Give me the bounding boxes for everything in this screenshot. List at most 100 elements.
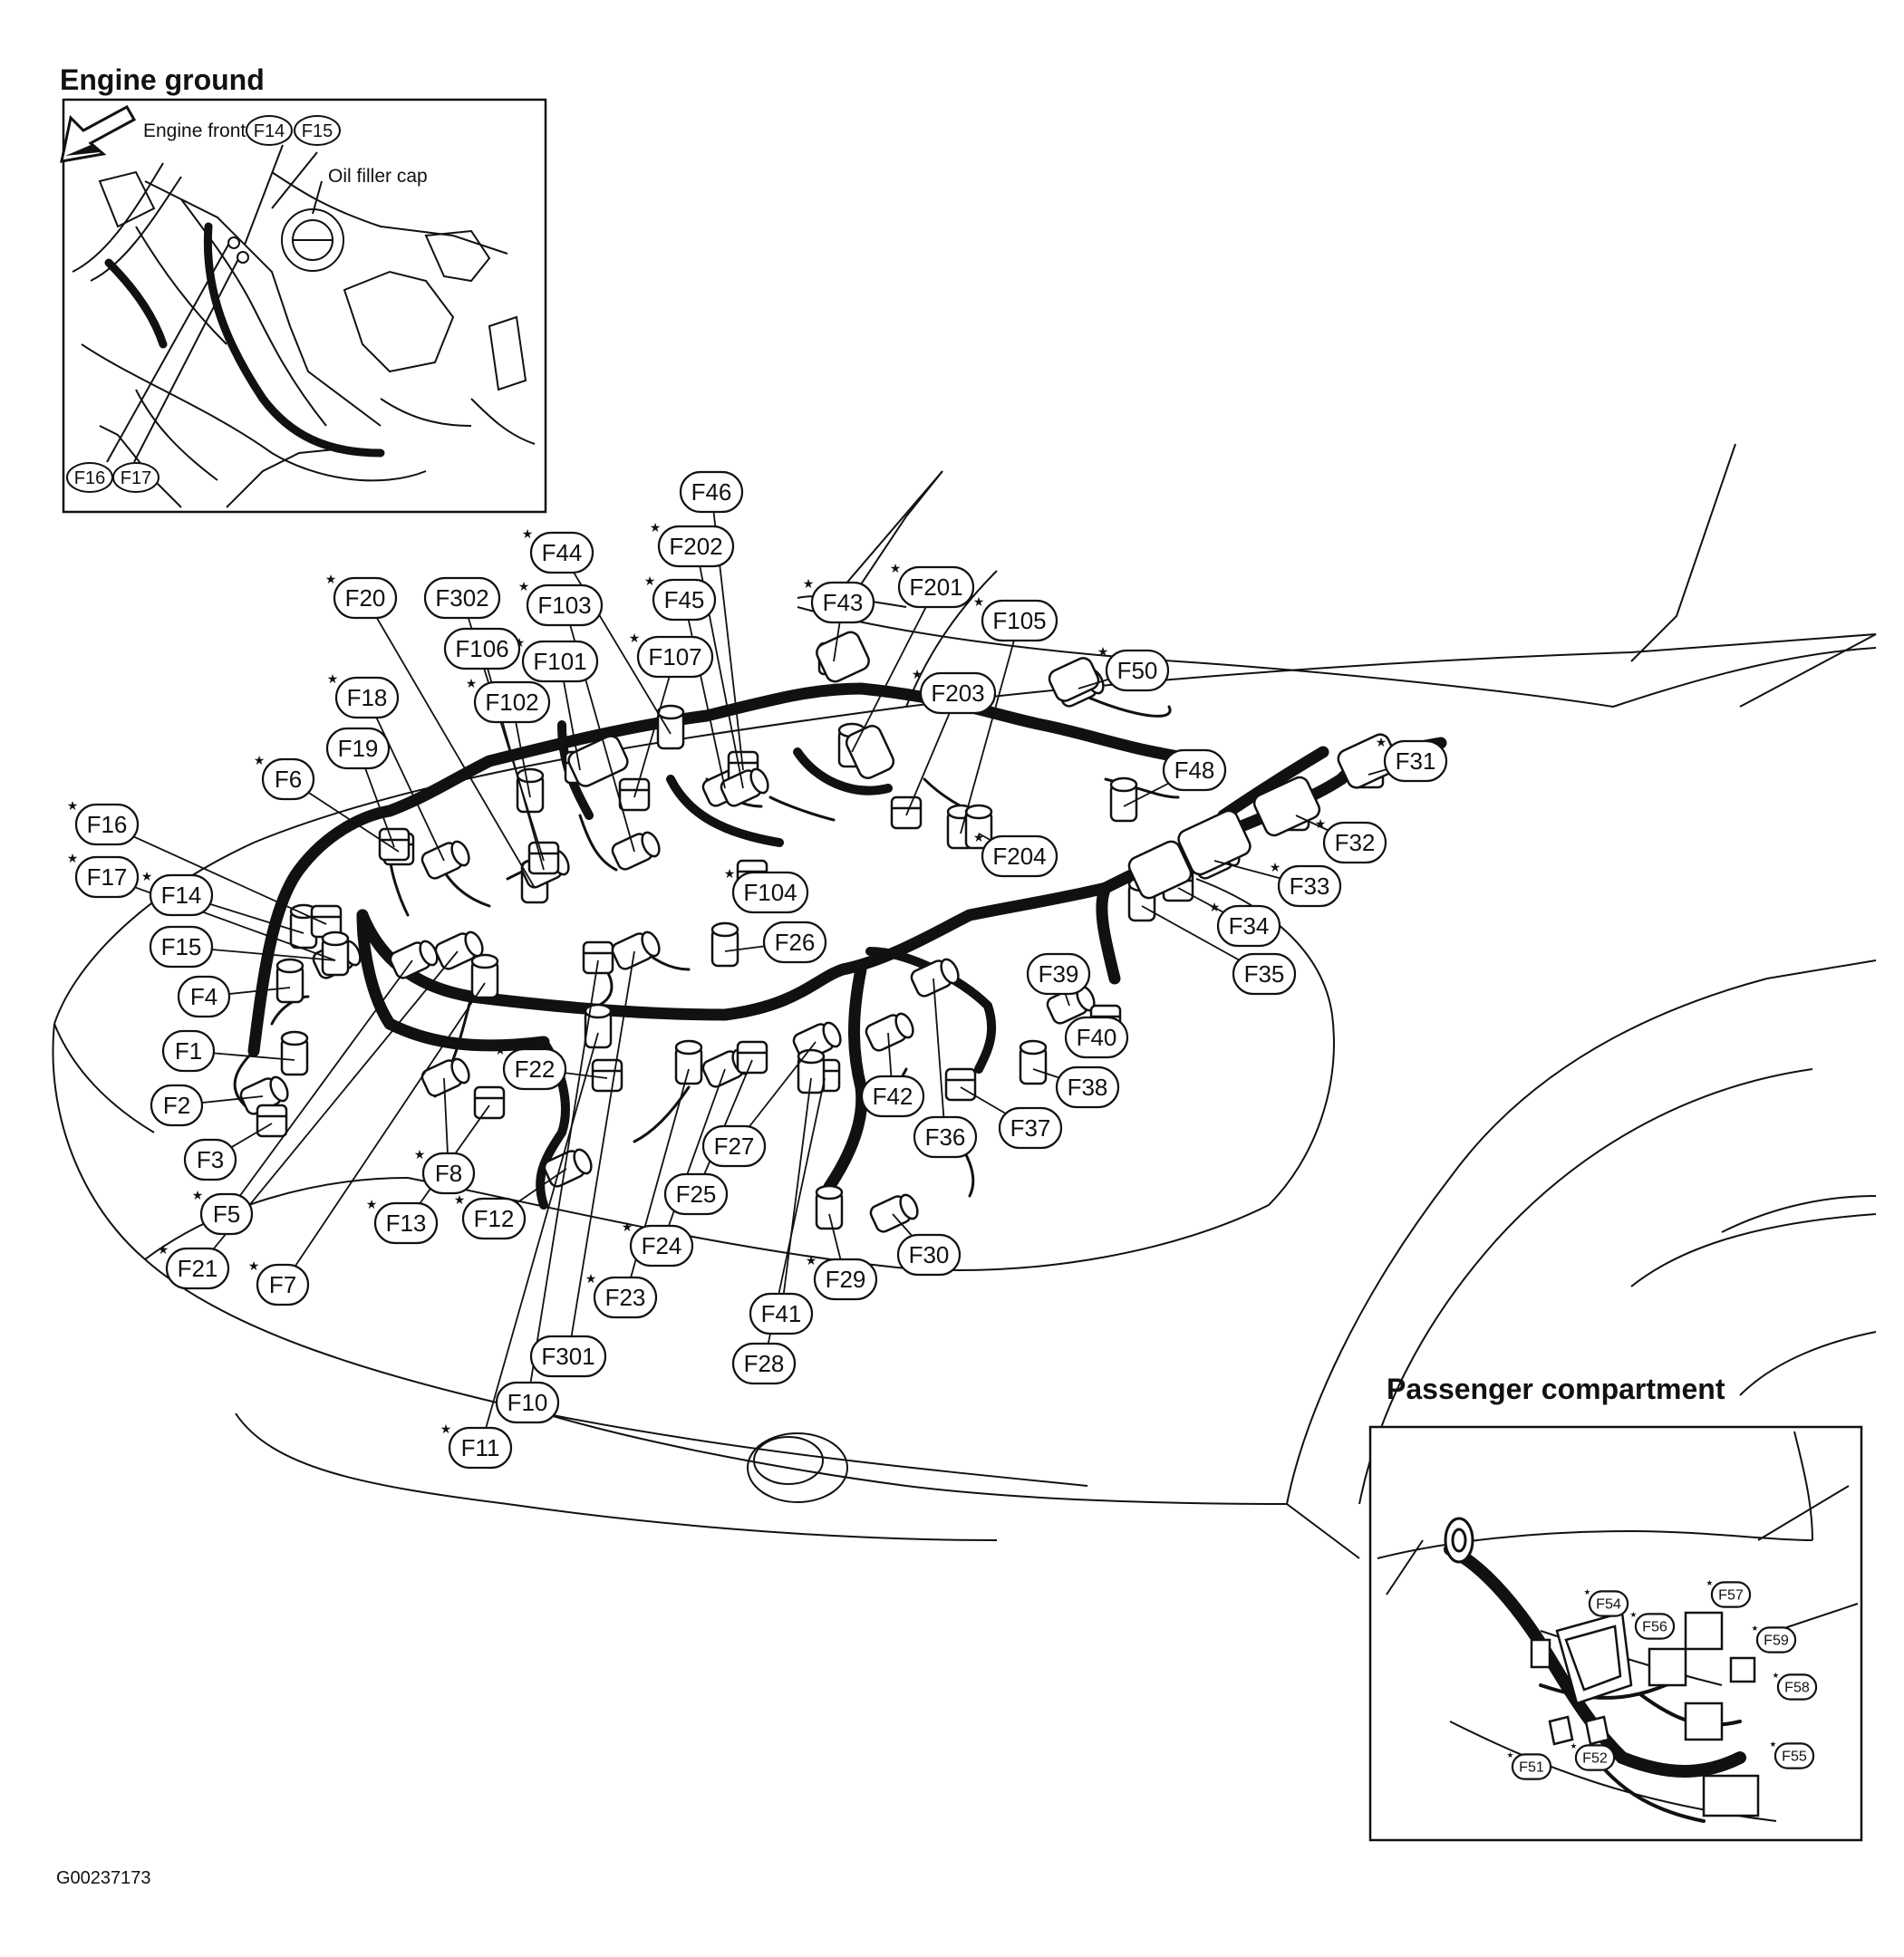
plug-face xyxy=(815,1184,844,1200)
connector-body-f41 xyxy=(797,1048,826,1094)
plug-face xyxy=(464,930,484,958)
star-marker: ★ xyxy=(973,595,985,610)
connector-id-text: F58 xyxy=(1784,1680,1810,1696)
connector-id-text: F48 xyxy=(1174,757,1215,784)
leader-f45 xyxy=(683,599,726,789)
label-bubble xyxy=(1574,1744,1616,1771)
label-bubble xyxy=(246,115,293,146)
connector-id-text: F34 xyxy=(1229,912,1270,940)
leader-f201 xyxy=(851,586,937,753)
star-marker: ★ xyxy=(1270,861,1281,875)
label-bubble xyxy=(663,1172,729,1216)
plug-face xyxy=(450,840,470,867)
star-marker: ★ xyxy=(414,1148,426,1162)
connector-label-f104: F104★ xyxy=(724,867,809,914)
label-bubble xyxy=(150,1084,204,1127)
connector-body-f3 xyxy=(256,1104,288,1138)
connector-label-f10: F10 xyxy=(495,1381,560,1424)
connector-id-text: F15 xyxy=(302,121,333,141)
connector-label-f52: F52★ xyxy=(1571,1742,1616,1771)
connector-id-text: F26 xyxy=(775,929,816,956)
connector-label-f35: F35 xyxy=(1232,952,1297,996)
engine-ground-title: Engine ground xyxy=(60,63,265,96)
connector-body-f18 xyxy=(420,840,470,880)
connector-label-f55: F55★ xyxy=(1770,1740,1815,1769)
relay-block xyxy=(1048,657,1100,702)
plug-shell xyxy=(944,1067,977,1102)
label-bubble xyxy=(731,1342,797,1385)
connector-label-f59: F59★ xyxy=(1752,1624,1797,1653)
connector-id-text: F57 xyxy=(1718,1587,1744,1604)
connector-id-text: F52 xyxy=(1582,1750,1608,1767)
plug-face xyxy=(1109,776,1138,793)
connector-id-text: F103 xyxy=(537,592,591,619)
connector-id-text: F32 xyxy=(1335,829,1376,856)
connector-body-f1 xyxy=(280,1030,309,1076)
connector-label-f204: F204★ xyxy=(973,831,1058,878)
connector-body-f44 xyxy=(656,704,685,750)
label-bubble xyxy=(165,1247,230,1290)
plug-face xyxy=(894,1012,914,1039)
connector-body-f16 xyxy=(310,904,343,939)
star-marker: ★ xyxy=(1507,1751,1514,1760)
connector-label-f38: F38 xyxy=(1055,1065,1120,1109)
connector-label-f302: F302 xyxy=(423,576,501,620)
plug-shell xyxy=(591,1058,623,1093)
label-bubble xyxy=(443,627,521,670)
connector-id-text: F10 xyxy=(507,1389,548,1416)
connector-label-f46: F46 xyxy=(679,470,744,514)
label-bubble xyxy=(1277,864,1342,908)
connector-id-text: F27 xyxy=(714,1133,755,1160)
star-marker: ★ xyxy=(1770,1740,1777,1750)
leader-f7 xyxy=(282,982,486,1286)
label-bubble xyxy=(74,803,140,846)
label-bubble xyxy=(981,599,1058,642)
connector-id-text: F59 xyxy=(1764,1633,1789,1649)
connector-id-text: F51 xyxy=(1519,1759,1544,1776)
connector-bodies xyxy=(239,631,1400,1233)
plug-shell xyxy=(256,1104,288,1138)
connector-label-f19: F19 xyxy=(325,727,391,770)
plug-shell xyxy=(582,940,614,975)
star-marker: ★ xyxy=(853,1071,865,1085)
connector-label-f42: F42★ xyxy=(853,1071,925,1118)
label-bubble xyxy=(294,115,341,146)
label-bubble xyxy=(1776,1673,1818,1701)
label-bubble xyxy=(333,576,398,620)
connector-id-text: F102 xyxy=(485,689,538,716)
label-bubble xyxy=(199,1192,254,1236)
plug-shell xyxy=(473,1085,506,1120)
connector-label-f12: F12★ xyxy=(454,1193,527,1240)
connector-label-f16: F16★ xyxy=(67,799,140,846)
connector-id-text: F45 xyxy=(664,586,705,613)
label-bubble xyxy=(495,1381,560,1424)
connector-id-text: F46 xyxy=(691,478,732,506)
passenger-inset-grommet xyxy=(1444,1517,1474,1564)
connector-body-f22 xyxy=(591,1058,623,1093)
star-marker: ★ xyxy=(803,577,815,592)
label-bubble xyxy=(529,531,594,574)
connector-id-text: F28 xyxy=(744,1350,785,1377)
connector-body-f204 xyxy=(964,804,993,850)
star-marker: ★ xyxy=(522,527,534,542)
connector-label-f5: F5★ xyxy=(192,1189,254,1236)
connector-label-f56: F56★ xyxy=(1630,1611,1676,1640)
connector-label-f30: F30 xyxy=(896,1233,962,1277)
figure-id: G00237173 xyxy=(56,1868,151,1888)
connector-id-text: F50 xyxy=(1117,657,1158,684)
connector-label-f26: F26 xyxy=(762,921,827,964)
plug-shell xyxy=(890,795,923,830)
plug-face xyxy=(940,958,960,985)
plug-face xyxy=(641,930,661,958)
plug-face xyxy=(656,704,685,720)
connector-label-f15: F15 xyxy=(149,925,214,969)
connector-id-text: F104 xyxy=(743,879,797,906)
vehicle-body xyxy=(52,443,1877,1559)
connector-label-f43: F43★ xyxy=(803,577,875,624)
passenger-inset-connectors xyxy=(1530,1611,1760,1817)
plug-face xyxy=(674,1039,703,1056)
connector-id-text: F22 xyxy=(515,1056,556,1083)
plug-shell xyxy=(378,827,411,862)
leader-f18 xyxy=(366,697,445,862)
label-bubble xyxy=(919,671,997,715)
